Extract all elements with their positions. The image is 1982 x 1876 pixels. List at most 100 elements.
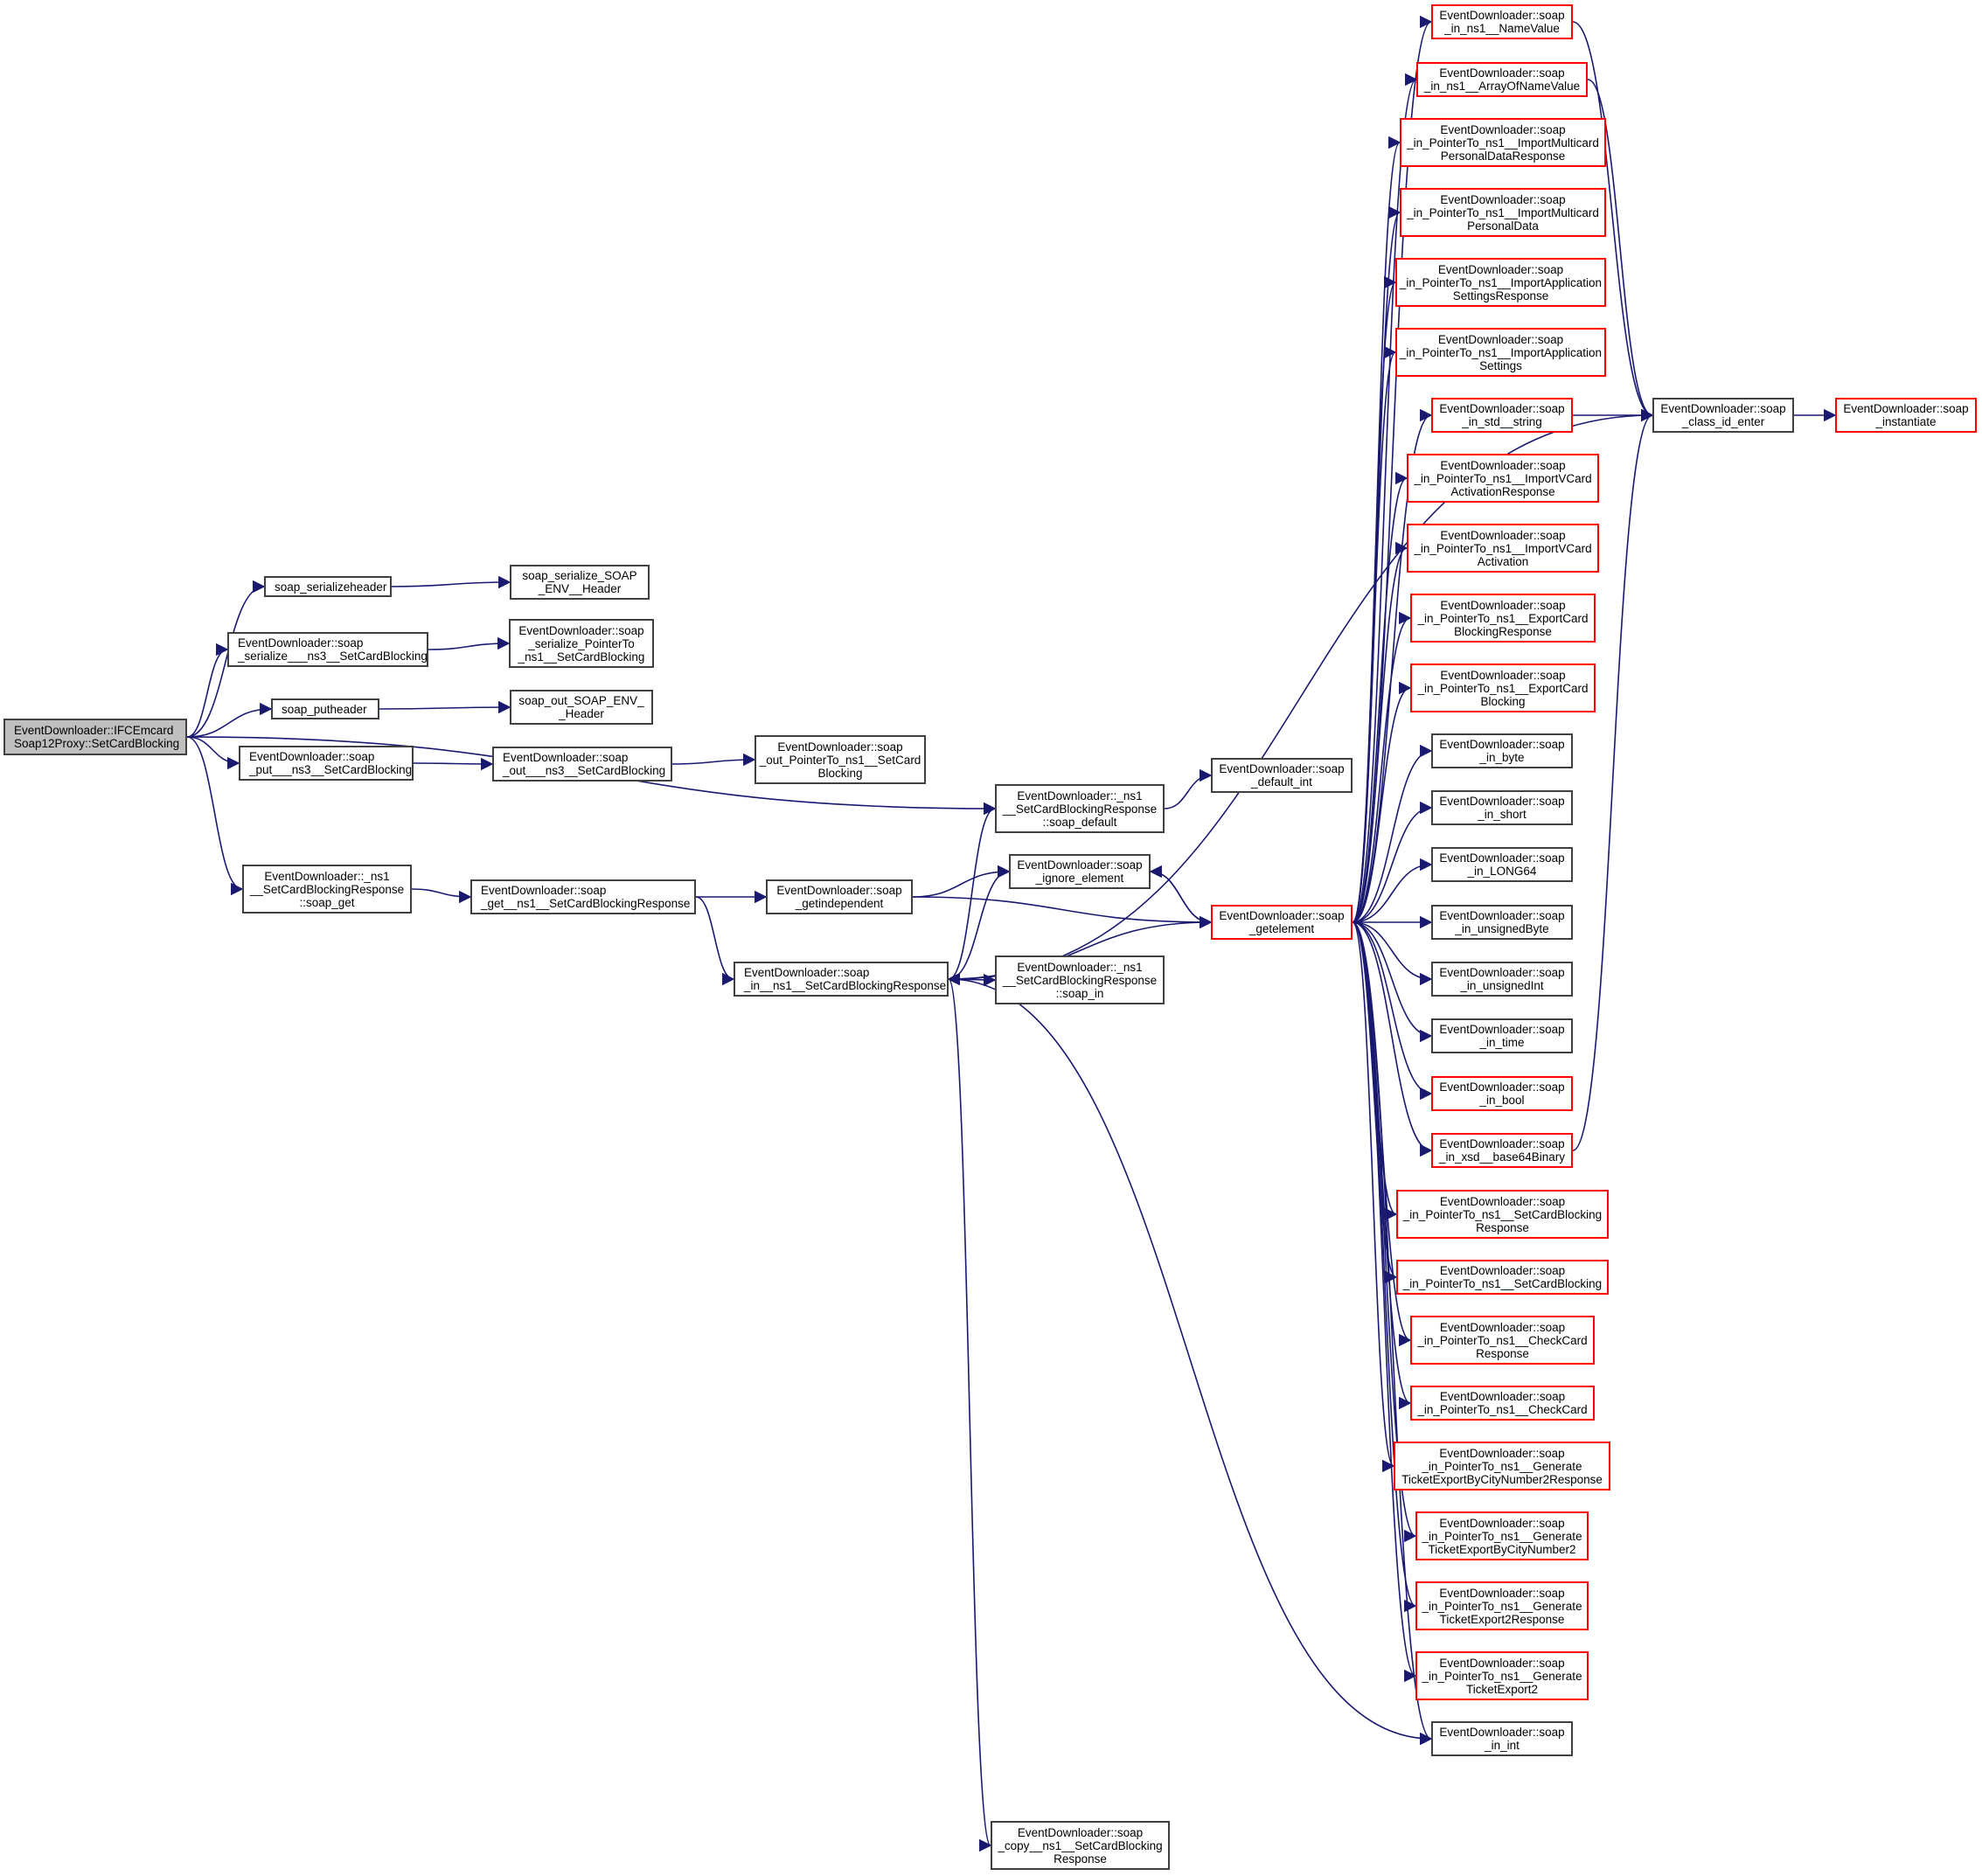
node-label-line: _in_PointerTo_ns1__ImportMulticard: [1407, 135, 1599, 149]
node-label-line: _serialize_PointerTo: [528, 636, 635, 650]
node-putheader[interactable]: soap_putheader: [271, 698, 379, 719]
node-resp-soap-in[interactable]: EventDownloader::_ns1__SetCardBlockingRe…: [995, 955, 1165, 1004]
node-in-ptr-ivca[interactable]: EventDownloader::soap_in_PointerTo_ns1__…: [1407, 524, 1599, 573]
node-default-int[interactable]: EventDownloader::soap_default_int: [1211, 758, 1353, 793]
node-label-line: _in_PointerTo_ns1__SetCardBlocking: [1402, 1277, 1603, 1290]
node-in-time[interactable]: EventDownloader::soap_in_time: [1431, 1018, 1573, 1053]
edge-in-ns1-resp-to-in-int: [948, 978, 1433, 1746]
node-in-uint[interactable]: EventDownloader::soap_in_unsignedInt: [1431, 962, 1573, 997]
node-out-env-header[interactable]: soap_out_SOAP_ENV__Header: [510, 690, 653, 725]
edge-in-ns1-resp-to-resp-soap-default: [948, 802, 997, 980]
node-copy-ns1-resp[interactable]: EventDownloader::soap_copy__ns1__SetCard…: [991, 1821, 1170, 1870]
node-in-namevalue[interactable]: EventDownloader::soap_in_ns1__NameValue: [1431, 4, 1573, 39]
node-label-line: _in_bool: [1479, 1094, 1525, 1107]
node-label-line: EventDownloader::soap: [249, 750, 375, 763]
node-label-line: _in_time: [1479, 1036, 1525, 1049]
edge-root-to-serialize-ns3: [186, 643, 229, 738]
node-in-ptr-ias[interactable]: EventDownloader::soap_in_PointerTo_ns1__…: [1395, 328, 1606, 377]
node-resp-soap-get[interactable]: EventDownloader::_ns1__SetCardBlockingRe…: [242, 865, 412, 914]
node-in-ptr-gte2-resp[interactable]: EventDownloader::soap_in_PointerTo_ns1__…: [1415, 1581, 1589, 1630]
node-label-line: _in_PointerTo_ns1__ImportMulticard: [1407, 205, 1599, 219]
node-in-short[interactable]: EventDownloader::soap_in_short: [1431, 790, 1573, 825]
node-label-line: _in_unsignedInt: [1460, 979, 1544, 992]
node-label-line: _in_byte: [1479, 751, 1525, 764]
node-label-line: EventDownloader::soap: [1440, 668, 1566, 682]
node-label-line: PersonalDataResponse: [1440, 149, 1566, 163]
edge-getelement-to-in-ptr-gte2: [1352, 921, 1417, 1682]
node-in-long64[interactable]: EventDownloader::soap_in_LONG64: [1431, 847, 1573, 882]
node-serialize-env-header[interactable]: soap_serialize_SOAP_ENV__Header: [510, 565, 650, 600]
node-serializeheader[interactable]: soap_serializeheader: [264, 576, 392, 597]
node-label-line: __SetCardBlockingResponse: [1002, 973, 1158, 987]
node-label-line: _ns1__SetCardBlocking: [518, 650, 645, 664]
node-in-ptr-gte2[interactable]: EventDownloader::soap_in_PointerTo_ns1__…: [1415, 1651, 1589, 1700]
node-label-line: EventDownloader::soap: [1660, 402, 1786, 415]
node-in-ptr-ecb[interactable]: EventDownloader::soap_in_PointerTo_ns1__…: [1410, 664, 1596, 712]
node-label-line: _in_PointerTo_ns1__ImportApplication: [1399, 275, 1603, 289]
edge-in-namevalue-to-class-id-enter: [1572, 21, 1654, 422]
node-in-ptr-scb[interactable]: EventDownloader::soap_in_PointerTo_ns1__…: [1396, 1260, 1609, 1295]
node-label-line: _ignore_element: [1035, 872, 1124, 885]
node-in-byte[interactable]: EventDownloader::soap_in_byte: [1431, 733, 1573, 768]
node-label-line: SettingsResponse: [1452, 288, 1549, 302]
node-label-line: EventDownloader::soap: [238, 636, 364, 650]
edge-getelement-to-ignore-element: [1149, 865, 1212, 923]
node-instantiate[interactable]: EventDownloader::soap_instantiate: [1835, 398, 1977, 433]
edge-root-to-resp-soap-get: [186, 736, 244, 896]
node-label-line: EventDownloader::soap: [481, 884, 607, 897]
node-resp-soap-default[interactable]: EventDownloader::_ns1__SetCardBlockingRe…: [995, 784, 1165, 833]
node-label-line: _in_std__string: [1462, 415, 1542, 428]
node-label-line: EventDownloader::soap: [777, 740, 903, 754]
node-in-ptr-imc-pd-resp[interactable]: EventDownloader::soap_in_PointerTo_ns1__…: [1400, 118, 1606, 167]
node-in-ptr-cc[interactable]: EventDownloader::soap_in_PointerTo_ns1__…: [1410, 1386, 1595, 1421]
node-get-ns1-resp[interactable]: EventDownloader::soap_get__ns1__SetCardB…: [470, 879, 696, 914]
node-in-int[interactable]: EventDownloader::soap_in_int: [1431, 1721, 1573, 1756]
node-label-line: _in_xsd__base64Binary: [1438, 1150, 1566, 1164]
node-label-line: EventDownloader::soap: [1439, 66, 1565, 80]
node-label-line: EventDownloader::_ns1: [1017, 789, 1143, 803]
node-in-ptr-gtecn2[interactable]: EventDownloader::soap_in_PointerTo_ns1__…: [1415, 1511, 1589, 1560]
node-in-ptr-cc-resp[interactable]: EventDownloader::soap_in_PointerTo_ns1__…: [1410, 1316, 1595, 1365]
node-label-line: _in_PointerTo_ns1__Generate: [1422, 1529, 1582, 1543]
edge-resp-soap-default-to-default-int: [1164, 768, 1213, 809]
node-label-line: _get__ns1__SetCardBlockingResponse: [481, 897, 691, 910]
node-label-line: _getindependent: [795, 897, 884, 910]
edge-getelement-to-in-ptr-ecb: [1352, 681, 1412, 923]
node-label-line: Blocking: [1480, 694, 1526, 708]
node-in-base64[interactable]: EventDownloader::soap_in_xsd__base64Bina…: [1431, 1133, 1573, 1168]
node-label-line: EventDownloader::soap: [1439, 1726, 1565, 1739]
node-serialize-ptr-ns1[interactable]: EventDownloader::soap_serialize_PointerT…: [509, 619, 654, 668]
node-getindependent[interactable]: EventDownloader::soap_getindependent: [766, 879, 913, 914]
node-label-line: EventDownloader::soap: [1439, 1194, 1566, 1208]
node-in-ptr-scb-resp[interactable]: EventDownloader::soap_in_PointerTo_ns1__…: [1396, 1190, 1609, 1239]
node-in-bool[interactable]: EventDownloader::soap_in_bool: [1431, 1076, 1573, 1111]
node-class-id-enter[interactable]: EventDownloader::soap_class_id_enter: [1652, 398, 1794, 433]
node-label-line: EventDownloader::soap: [1439, 1390, 1566, 1403]
node-label-line: EventDownloader::soap: [1017, 858, 1143, 872]
node-in-arrayofnamevalue[interactable]: EventDownloader::soap_in_ns1__ArrayOfNam…: [1416, 62, 1588, 97]
node-in-ns1-resp[interactable]: EventDownloader::soap_in__ns1__SetCardBl…: [734, 962, 949, 997]
node-label-line: _Header: [559, 707, 604, 720]
node-label-line: _in_PointerTo_ns1__CheckCard: [1417, 1403, 1588, 1416]
node-getelement[interactable]: EventDownloader::soap_getelement: [1211, 905, 1353, 940]
node-label-line: ::soap_get: [299, 895, 355, 909]
edge-getelement-to-in-base64: [1352, 921, 1433, 1157]
node-in-ubyte[interactable]: EventDownloader::soap_in_unsignedByte: [1431, 905, 1573, 940]
node-put-ns3[interactable]: EventDownloader::soap_put___ns3__SetCard…: [239, 746, 414, 781]
node-out-ns3[interactable]: EventDownloader::soap_out___ns3__SetCard…: [492, 747, 672, 782]
node-in-ptr-ecb-resp[interactable]: EventDownloader::soap_in_PointerTo_ns1__…: [1410, 594, 1596, 643]
node-label-line: EventDownloader::soap: [776, 884, 902, 897]
node-in-ptr-gtecn2-resp[interactable]: EventDownloader::soap_in_PointerTo_ns1__…: [1394, 1442, 1610, 1490]
node-label-line: _in_ns1__NameValue: [1444, 22, 1560, 35]
node-label-line: _in_short: [1478, 808, 1526, 821]
node-in-ptr-ivca-resp[interactable]: EventDownloader::soap_in_PointerTo_ns1__…: [1407, 454, 1599, 503]
node-serialize-ns3[interactable]: EventDownloader::soap_serialize___ns3__S…: [227, 632, 428, 667]
node-in-ptr-ias-resp[interactable]: EventDownloader::soap_in_PointerTo_ns1__…: [1395, 258, 1606, 307]
node-out-ptr-ns1[interactable]: EventDownloader::soap_out_PointerTo_ns1_…: [755, 735, 926, 784]
node-label-line: EventDownloader::soap: [1439, 738, 1565, 751]
node-in-std-string[interactable]: EventDownloader::soap_in_std__string: [1431, 398, 1573, 433]
node-ignore-element[interactable]: EventDownloader::soap_ignore_element: [1009, 854, 1151, 889]
node-in-ptr-imc-pd[interactable]: EventDownloader::soap_in_PointerTo_ns1__…: [1400, 188, 1606, 237]
node-label-line: EventDownloader::soap: [1437, 332, 1564, 346]
